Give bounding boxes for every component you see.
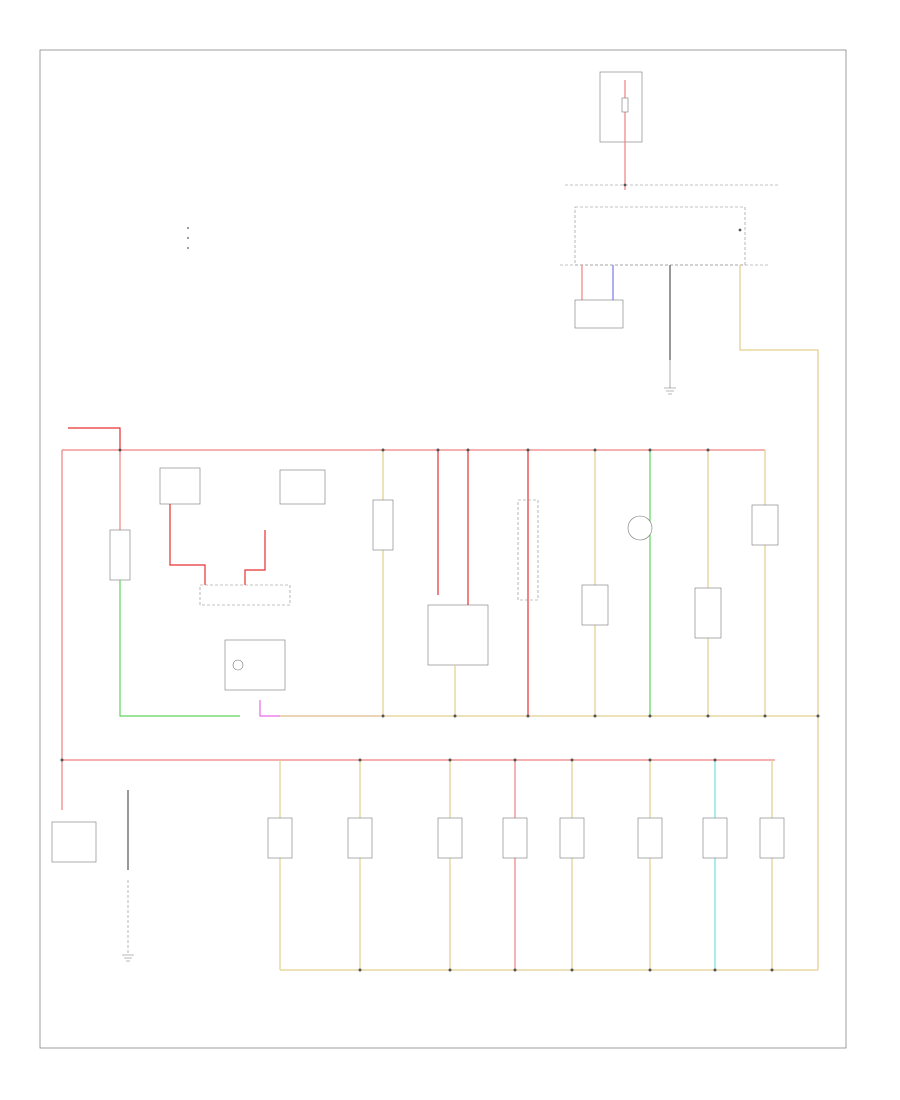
splice-dots xyxy=(60,448,820,972)
relay-box xyxy=(199,584,291,606)
switch-box xyxy=(702,817,728,859)
splice-dot xyxy=(570,968,574,972)
splice-dot xyxy=(706,714,710,718)
splice-dot xyxy=(706,448,710,452)
switch-box xyxy=(759,817,785,859)
switch-box-a xyxy=(159,467,201,505)
switch-box-b xyxy=(279,469,326,505)
switch-box xyxy=(751,504,779,546)
splice-dot xyxy=(738,228,742,232)
legend-bullet xyxy=(187,247,189,249)
fuse-box-section xyxy=(560,71,819,970)
splice-dot xyxy=(593,714,597,718)
splice-dot xyxy=(381,714,385,718)
splice-dot xyxy=(648,968,652,972)
left-section xyxy=(51,427,765,962)
splice-dot xyxy=(648,448,652,452)
motor-symbol xyxy=(627,515,653,541)
splice-dot xyxy=(570,758,574,762)
splice-dot xyxy=(713,758,717,762)
upper-branches xyxy=(280,450,818,717)
splice-dot xyxy=(623,183,627,187)
splice-dot xyxy=(448,758,452,762)
ground-symbol xyxy=(122,954,134,962)
component-box xyxy=(574,299,624,329)
splice-dot xyxy=(648,758,652,762)
splice-dot xyxy=(770,968,774,972)
ground-symbol xyxy=(664,387,676,395)
wire-yellow-main xyxy=(739,265,819,970)
splice-dot xyxy=(358,968,362,972)
switch-box xyxy=(581,584,609,626)
fuse-box xyxy=(599,71,643,143)
switch-box xyxy=(427,604,489,666)
splice-dot xyxy=(513,968,517,972)
splice-dot xyxy=(513,758,517,762)
fuse-element xyxy=(621,97,629,113)
splice-dot xyxy=(526,714,530,718)
wire-red-heavy xyxy=(169,504,206,585)
component-box xyxy=(109,529,131,581)
splice-dot xyxy=(763,714,767,718)
splice-dot xyxy=(358,758,362,762)
legend xyxy=(187,227,189,249)
splice-dot xyxy=(60,758,64,762)
diagram-frame xyxy=(39,49,847,1049)
splice-dot xyxy=(713,968,717,972)
splice-dot xyxy=(453,714,457,718)
splice-dot xyxy=(381,448,385,452)
lamp-symbol xyxy=(232,659,244,671)
splice-dot xyxy=(448,968,452,972)
switch-module xyxy=(159,467,380,717)
switch-box xyxy=(437,817,463,859)
sensor-box xyxy=(51,821,97,863)
wire-red-top-stub xyxy=(68,427,121,450)
switch-box xyxy=(347,817,373,859)
switch-box xyxy=(267,817,293,859)
splice-dot xyxy=(466,448,470,452)
splice-dot xyxy=(436,448,440,452)
wire-red-heavy xyxy=(244,530,266,585)
splice-dot xyxy=(648,714,652,718)
splice-dot xyxy=(526,448,530,452)
switch-box xyxy=(502,817,528,859)
legend-bullet xyxy=(187,227,189,229)
switch-box xyxy=(372,499,394,551)
switch-box xyxy=(694,587,722,639)
splice-dot xyxy=(118,448,122,452)
splice-dot xyxy=(816,714,820,718)
legend-bullet xyxy=(187,237,189,239)
lower-branches xyxy=(267,759,818,971)
wire-green xyxy=(119,580,240,717)
switch-box xyxy=(559,817,585,859)
switch-box xyxy=(517,499,539,601)
switch-box xyxy=(637,817,663,859)
splice-dot xyxy=(593,448,597,452)
